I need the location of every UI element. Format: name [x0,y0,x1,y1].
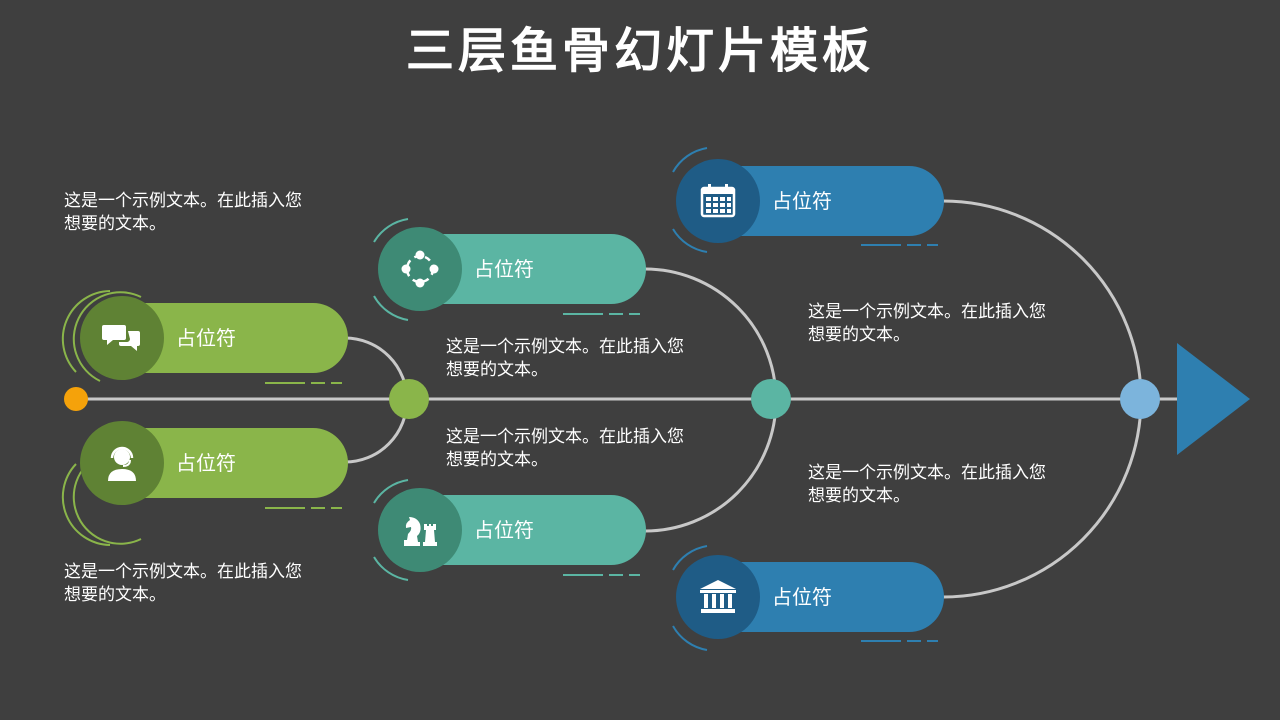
description-text: 这是一个示例文本。在此插入您 想要的文本。 [446,426,716,472]
icon-ring-arcs [61,147,708,651]
node-label-teal-bottom: 占位符 [474,518,534,542]
description-line: 这是一个示例文本。在此插入您 [808,302,1046,322]
node-label-blue-bottom: 占位符 [772,585,832,609]
node-label-green-bottom: 占位符 [176,451,236,475]
junction-green [389,379,429,419]
node-label-green-top: 占位符 [176,326,236,350]
description-line: 这是一个示例文本。在此插入您 [64,191,302,211]
spine-start-dot [64,387,88,411]
headset-user-icon [108,446,136,481]
description-line: 这是一个示例文本。在此插入您 [446,427,684,447]
junction-teal [751,379,791,419]
description-line: 想要的文本。 [64,214,166,234]
network-cycle-icon [401,250,439,288]
description-line: 想要的文本。 [808,486,910,506]
chat-bubbles-icon [102,325,140,351]
junction-blue [1120,379,1160,419]
bank-icon [700,580,736,613]
node-label-blue-top: 占位符 [772,189,832,213]
description-line: 想要的文本。 [808,325,910,345]
node-icon-circle-green-top [80,296,164,380]
node-icon-circle-teal-top [378,227,462,311]
node-icon-circle-blue-bottom [676,555,760,639]
description-line: 这是一个示例文本。在此插入您 [808,463,1046,483]
pill-underline-dashes [265,244,938,642]
description-line: 想要的文本。 [446,450,548,470]
description-text: 这是一个示例文本。在此插入您 想要的文本。 [64,561,334,607]
calendar-icon [700,184,736,218]
description-text: 这是一个示例文本。在此插入您 想要的文本。 [446,336,716,382]
description-text: 这是一个示例文本。在此插入您 想要的文本。 [64,190,334,236]
description-text: 这是一个示例文本。在此插入您 想要的文本。 [808,462,1078,508]
chess-pieces-icon [404,517,437,546]
node-label-teal-top: 占位符 [474,257,534,281]
node-icon-circle-green-bottom [80,421,164,505]
description-line: 想要的文本。 [446,360,548,380]
node-icon-circle-blue-top [676,159,760,243]
description-line: 想要的文本。 [64,585,166,605]
node-icon-circle-teal-bottom [378,488,462,572]
spine-arrow-head [1177,343,1250,455]
description-line: 这是一个示例文本。在此插入您 [64,562,302,582]
slide-title: 三层鱼骨幻灯片模板 [405,23,874,79]
description-text: 这是一个示例文本。在此插入您 想要的文本。 [808,301,1078,347]
description-line: 这是一个示例文本。在此插入您 [446,337,684,357]
